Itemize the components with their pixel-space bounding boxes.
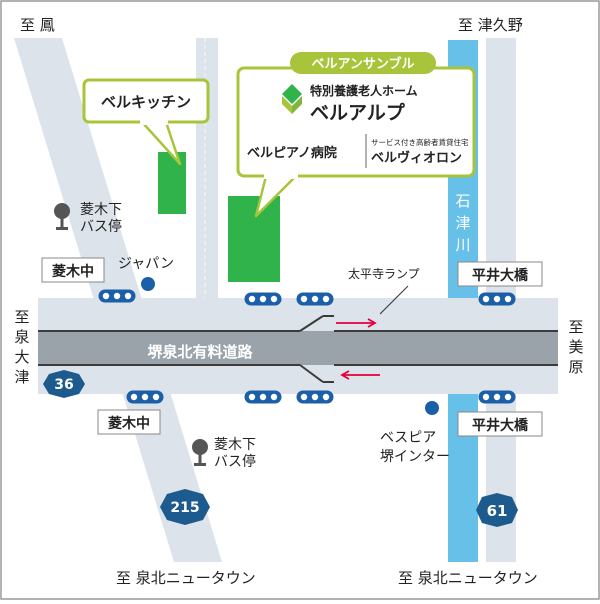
hishiki-top-box [41, 257, 105, 283]
traffic-signal-icon [296, 390, 334, 404]
nursing-home-type: 特別養護老人ホーム [310, 83, 418, 98]
nursing-home-name: ベルアルプ [310, 101, 406, 124]
expressway-label: 堺泉北有料道路 [147, 343, 253, 361]
ensemble-header [290, 52, 436, 74]
traffic-signal-icon [478, 292, 516, 306]
direction-mihara-1: 至 [568, 318, 583, 336]
route-36-badge [43, 370, 85, 398]
traffic-signal-icon [296, 292, 334, 306]
hirai-top-label: 平井大橋 [472, 267, 529, 284]
route-36-number: 36 [54, 377, 73, 393]
ramp-arrow-west [340, 370, 380, 380]
japan-store-marker [141, 277, 155, 291]
route-61-badge [476, 493, 518, 527]
direction-senboku-left: 至 泉北ニュータウン [116, 569, 256, 587]
hishiki-bottom-box [97, 409, 161, 435]
route-215-number: 215 [170, 500, 199, 516]
traffic-signal-icon [244, 292, 282, 306]
bus-stop-bottom-label: バス停 [214, 453, 256, 470]
river-char-2: 津 [455, 214, 470, 232]
bell-kitchen-label: ベルキッチン [101, 93, 191, 111]
bus-stop-bottom-name: 菱木下 [214, 437, 256, 453]
direction-izumiotsu-2: 泉 [14, 328, 29, 346]
traffic-signal-icon [244, 390, 282, 404]
direction-mihara-2: 美 [568, 338, 583, 356]
bell-piano-hospital: ベルピアノ病院 [247, 145, 337, 161]
river-char-3: 川 [455, 236, 470, 254]
bus-stop-top-label: バス停 [80, 218, 122, 235]
bus-stop-top-name: 菱木下 [80, 202, 122, 218]
route-61-number: 61 [487, 502, 508, 520]
expressway-main [38, 331, 558, 365]
hishiki-top-label: 菱木中 [52, 263, 94, 280]
bell-kitchen-building [158, 152, 186, 214]
bell-violon-name: ベルヴィオロン [371, 150, 462, 166]
traffic-signal-icon [126, 390, 164, 404]
hishiki-bottom-label: 菱木中 [108, 415, 150, 432]
hirai-bottom-box [457, 411, 543, 437]
direction-tsukuno: 至 津久野 [458, 16, 523, 34]
bell-alp-logo-icon [282, 84, 302, 114]
ensemble-group-label: ベルアンサンブル [311, 56, 414, 72]
bespia-label: ベスピア [380, 430, 436, 446]
north-side-road [196, 38, 218, 300]
japan-store-label: ジャパン [118, 256, 174, 272]
expressway-lines [38, 315, 558, 383]
direction-mihara-3: 原 [568, 358, 583, 376]
senior-housing-type: サービス付き高齢者賃貸住宅 [371, 137, 469, 147]
bespia-marker [425, 401, 439, 415]
hirai-bottom-label: 平井大橋 [472, 417, 529, 434]
bespia-interchange-label: 堺インター [380, 449, 450, 465]
direction-otori: 至 鳳 [20, 16, 55, 34]
direction-senboku-right: 至 泉北ニュータウン [398, 569, 538, 587]
direction-izumiotsu-4: 津 [14, 368, 29, 386]
direction-izumiotsu-1: 至 [14, 308, 29, 326]
route-215-badge [160, 489, 210, 525]
ramp-leader-line [379, 285, 409, 315]
direction-izumiotsu-3: 大 [14, 348, 29, 366]
bell-ensemble-building [228, 196, 280, 282]
traffic-signal-icon [98, 289, 136, 303]
hirai-top-box [457, 261, 543, 287]
traffic-signal-icon [478, 390, 516, 404]
ramp-label: 太平寺ランプ [348, 266, 420, 281]
river-char-1: 石 [455, 192, 470, 210]
ramp-arrow-east [336, 318, 377, 328]
